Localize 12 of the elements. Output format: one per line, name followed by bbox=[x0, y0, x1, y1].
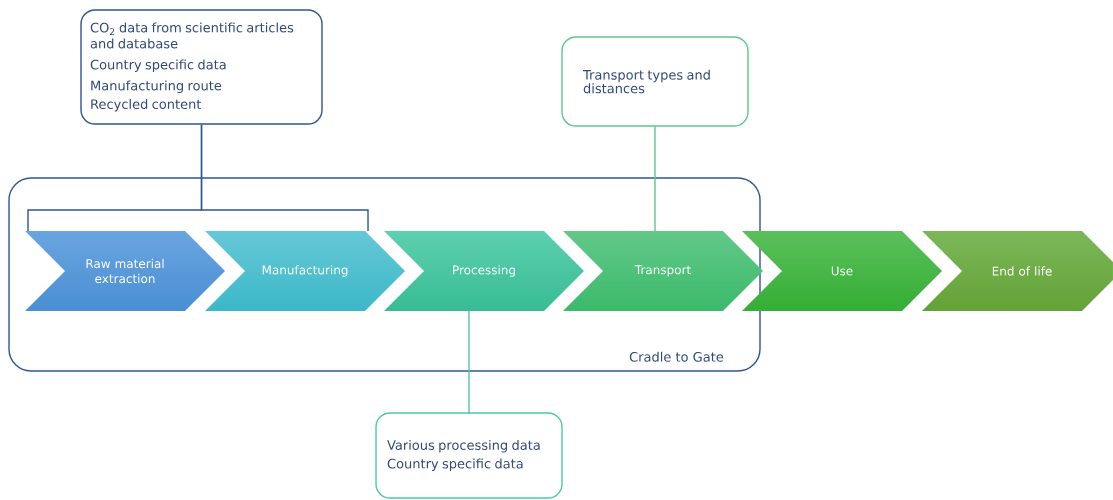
info-box: CO$_{2}$ data from scientific articles and database Country specific data Manufacturing route Recycled content bbox=[80, 9, 323, 125]
info-box: Transport types and distances bbox=[561, 36, 749, 127]
stage-chevron: Transport bbox=[634, 265, 691, 277]
connector-line bbox=[200, 124, 369, 232]
stage-chevron: Manufacturing bbox=[262, 265, 348, 277]
connector-line bbox=[468, 310, 470, 414]
connector-line bbox=[654, 125, 656, 232]
stage-chevron: Use bbox=[831, 266, 853, 276]
info-box: Various processing data Country specific data bbox=[375, 412, 563, 499]
stage-chevron: Raw material extraction bbox=[86, 258, 164, 284]
stage-chevron: Processing bbox=[453, 265, 515, 277]
stage-chevron: End of life bbox=[992, 266, 1052, 276]
